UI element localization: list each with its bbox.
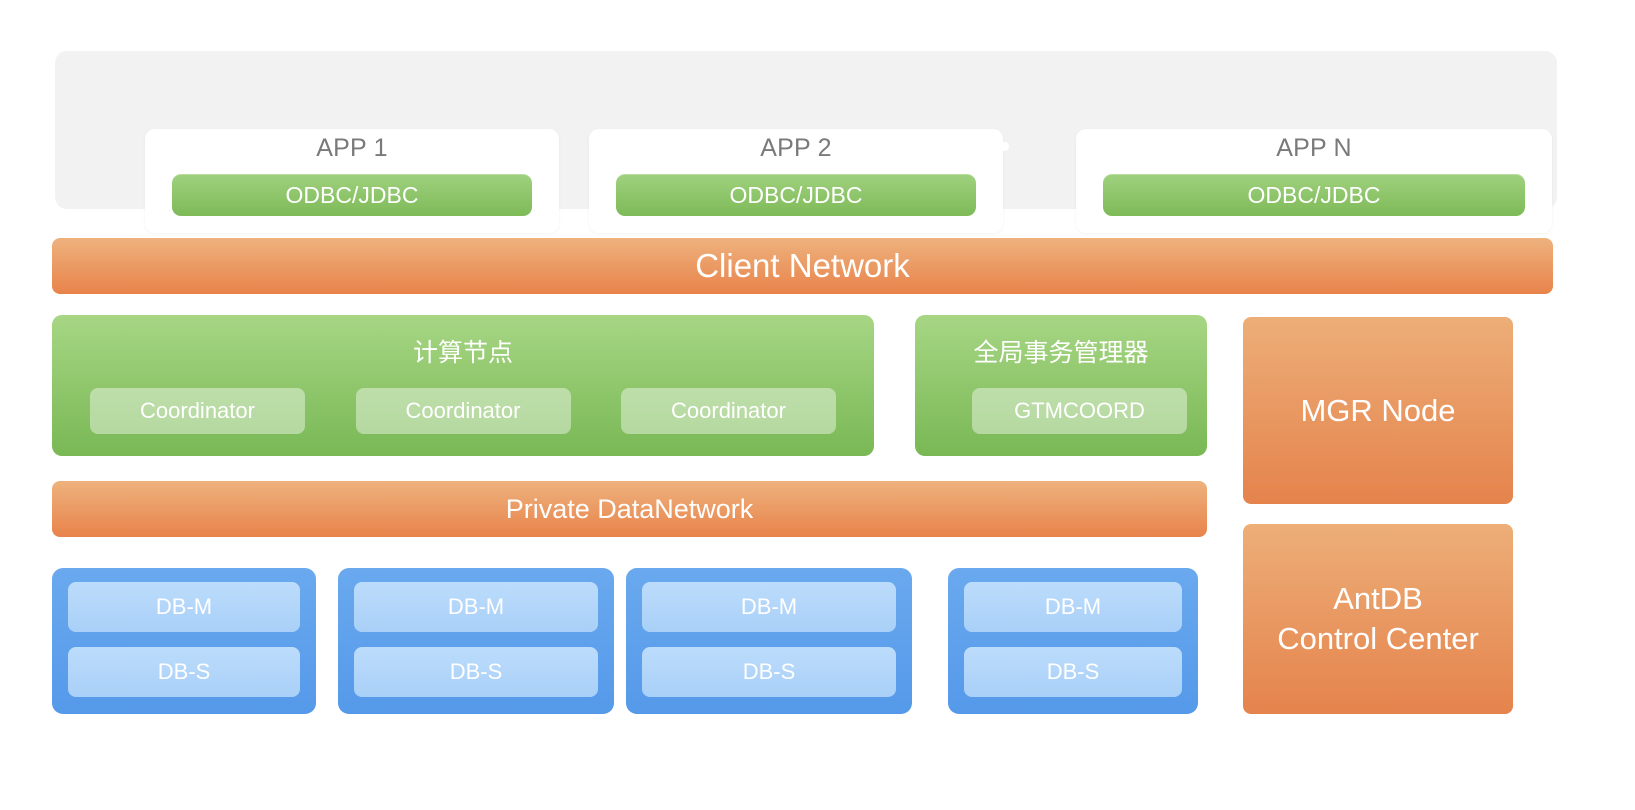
app-card-1-title: APP 1 [316, 134, 388, 162]
compute-node-panel: 计算节点 Coordinator Coordinator Coordinator [52, 315, 874, 456]
ellipsis-dot-icon [984, 142, 993, 151]
app-card-2-connector: ODBC/JDBC [616, 174, 976, 216]
mgr-node-block: MGR Node [1243, 317, 1513, 504]
app-card-1-connector: ODBC/JDBC [172, 174, 532, 216]
antdb-control-center-block: AntDB Control Center [1243, 524, 1513, 714]
gtm-title: 全局事务管理器 [973, 339, 1149, 367]
coordinator-node-3: Coordinator [621, 388, 836, 434]
db-group-2: DB-M DB-S [338, 568, 614, 714]
gtmcoord-node: GTMCOORD [972, 388, 1187, 434]
control-center-line-2: Control Center [1277, 621, 1479, 656]
db-slave-3: DB-S [642, 647, 896, 697]
ellipsis-dot-icon [1000, 142, 1009, 151]
app-card-n: APP N ODBC/JDBC [1076, 129, 1552, 233]
db-master-3: DB-M [642, 582, 896, 632]
coordinator-node-1: Coordinator [90, 388, 305, 434]
app-card-n-connector: ODBC/JDBC [1103, 174, 1525, 216]
db-master-4: DB-M [964, 582, 1182, 632]
db-group-4: DB-M DB-S [948, 568, 1198, 714]
compute-node-title: 计算节点 [412, 339, 513, 367]
coordinator-node-2: Coordinator [355, 388, 571, 434]
app-card-1: APP 1 ODBC/JDBC [145, 129, 559, 233]
private-data-network-bar: Private DataNetwork [52, 481, 1207, 537]
db-master-2: DB-M [354, 582, 598, 632]
global-transaction-manager-panel: 全局事务管理器 GTMCOORD [915, 315, 1207, 456]
app-card-2-title: APP 2 [760, 134, 832, 162]
db-slave-2: DB-S [354, 647, 598, 697]
application-layer-panel: APP 1 ODBC/JDBC APP 2 ODBC/JDBC APP N OD… [55, 51, 1557, 233]
client-network-bar: Client Network [52, 238, 1553, 294]
coordinator-row: Coordinator Coordinator Coordinator [90, 388, 836, 434]
ellipsis-dot-icon [984, 196, 993, 205]
app-card-n-title: APP N [1276, 134, 1352, 162]
db-group-3: DB-M DB-S [626, 568, 912, 714]
db-slave-4: DB-S [964, 647, 1182, 697]
db-master-1: DB-M [68, 582, 300, 632]
app-card-2: APP 2 ODBC/JDBC [589, 129, 1003, 233]
db-slave-1: DB-S [68, 647, 300, 697]
control-center-line-1: AntDB [1333, 581, 1423, 617]
db-group-1: DB-M DB-S [52, 568, 316, 714]
